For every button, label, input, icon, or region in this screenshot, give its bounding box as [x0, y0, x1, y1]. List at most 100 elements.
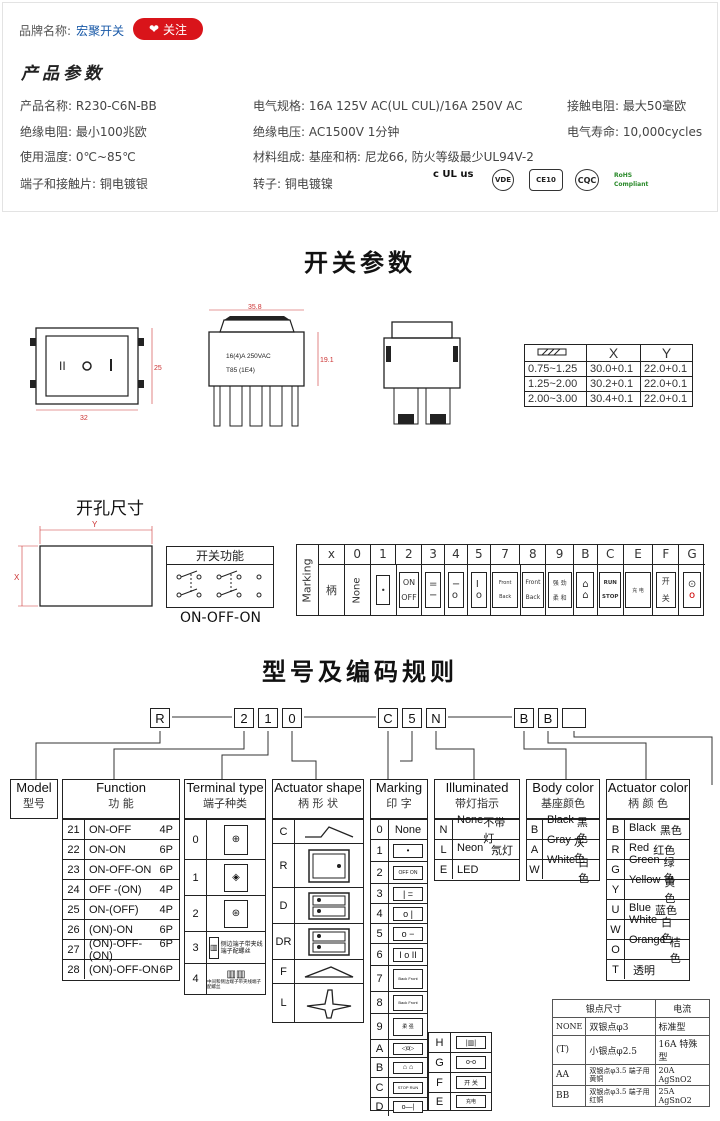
actuator-shape-column-header: Actuator shape 柄 形 状	[272, 779, 364, 819]
list-item: 3▥侧边端子带夹线端子配螺丝	[185, 932, 265, 964]
model-header-en: Model	[16, 780, 52, 795]
list-item: 4▥▥中间和侧边端子带夹线端子配螺丝	[185, 964, 265, 994]
marking-power-cell: 开关	[653, 565, 680, 615]
code-cell: 0	[282, 708, 302, 728]
param-rotor: 转子: 铜电镀镍	[253, 177, 333, 191]
ce-cert-icon: CE10	[529, 169, 563, 191]
marking-grid: Marking x 0 1 2 3 4 5 7 8 9 B C E F G 柄 …	[296, 544, 705, 616]
marking-code: 8	[520, 545, 547, 564]
table-row: 0.75~1.25 30.0+0.1 22.0+0.1	[524, 361, 693, 377]
table-row: 2.00~3.00 30.4+0.1 22.0+0.1	[524, 391, 693, 407]
table-header-x: X	[586, 344, 641, 362]
table-header: 银点尺寸	[552, 999, 656, 1018]
actuator-shape-list: C R D DR F L	[272, 819, 364, 1023]
brand-name-link[interactable]: 宏聚开关	[76, 24, 125, 38]
table-row: (T) 小银点φ2.5 16A 特殊型	[551, 1035, 710, 1065]
ul-cert-icon: c UL us	[433, 169, 474, 180]
marking-code: 3	[422, 545, 446, 564]
list-item: H|▥|	[429, 1033, 491, 1053]
marking-strong-soft-cell: 强 劲柔 和	[546, 565, 575, 615]
list-item: R	[273, 844, 363, 888]
hole-x-label: X	[14, 573, 20, 582]
side-view-drawing: 35.8 16(4)A 250VAC T85 (1E4) 19.1	[208, 304, 334, 427]
illuminated-header-cn: 带灯指示	[455, 797, 499, 810]
terminal-type-4-note: 中间和侧边端子带夹线端子配螺丝	[207, 979, 261, 990]
follow-label: 关注	[163, 22, 188, 37]
contact-current-table: 银点尺寸 电流 NONE 双银点φ3 标准型 (T) 小银点φ2.5 16A 特…	[551, 999, 710, 1107]
follow-button[interactable]: ❤ 关注	[133, 18, 203, 40]
marking-label-cell: Marking	[297, 545, 319, 615]
table-cell: NONE	[551, 1017, 587, 1036]
table-cell: 双银点φ3.5 端子用黄铜	[585, 1064, 656, 1086]
dot-icon: •	[376, 575, 391, 605]
marking-charge-cell: 充 电	[624, 565, 654, 615]
marking-code: 2	[396, 545, 423, 564]
model-header-cn: 型号	[23, 797, 45, 810]
table-header-y: Y	[640, 344, 693, 362]
list-item: 3| =	[371, 884, 427, 904]
code-cell: B	[538, 708, 558, 728]
model-column-header: Model 型号	[10, 779, 58, 819]
double-bar-icon: =−	[425, 572, 442, 608]
actuator-dr-icon	[308, 927, 350, 956]
list-item: 0⊕	[185, 820, 265, 860]
table-cell: BB	[551, 1085, 587, 1107]
table-cell: 小银点φ2.5	[585, 1035, 656, 1065]
table-row: BB 双银点φ3.5 端子用红铜 25A AgSnO2	[551, 1085, 710, 1107]
line-circle-icon: −o	[448, 572, 465, 608]
circle-dot-icon: ⊙o	[683, 572, 702, 608]
terminal-list: 0⊕ 1◈ 2⊛ 3▥侧边端子带夹线端子配螺丝 4▥▥中间和侧边端子带夹线端子配…	[184, 819, 266, 995]
marking-h-icon: |▥|	[456, 1036, 486, 1049]
param-material: 材料组成: 基座和柄: 尼龙66, 防火等级最少UL94V-2	[253, 150, 534, 164]
terminal-type-3-icon: ▥	[209, 936, 219, 959]
heart-icon: ❤	[148, 22, 160, 36]
table-cell: 25A AgSnO2	[654, 1085, 710, 1107]
actuator-color-header-en: Actuator color	[607, 780, 689, 795]
marking-2-icon: OFF ON	[393, 865, 423, 880]
home-icon: ⌂⌂	[576, 572, 595, 608]
actuator-color-column-header: Actuator color 柄 颜 色	[606, 779, 690, 819]
terminal-type-4-icon: ▥▥	[226, 968, 246, 980]
table-row: X Y	[524, 344, 693, 362]
actuator-c-icon	[305, 825, 354, 838]
actuator-row-label: 柄	[319, 565, 345, 615]
rating-line-1: 16(4)A 250VAC	[226, 353, 271, 360]
side-width-label: 35.8	[248, 304, 262, 311]
marking-code: 1	[371, 545, 397, 564]
marking-code: 4	[445, 545, 468, 564]
code-cell: B	[514, 708, 534, 728]
marking-b-icon: ⌂ ⌂	[393, 1061, 423, 1074]
marking-code: x	[319, 545, 345, 564]
marking-home-cell: ⌂⌂	[574, 565, 598, 615]
marking-code: F	[653, 545, 680, 564]
table-cell: 20A AgSnO2	[654, 1064, 710, 1086]
switch-function-box: 开关功能	[166, 546, 274, 608]
marking-g-cell: ⊙o	[679, 565, 705, 615]
param-life: 电气寿命: 10,000cycles	[567, 125, 703, 139]
actuator-color-header-cn: 柄 颜 色	[628, 797, 668, 810]
list-item: 27(ON)-OFF-(ON)6P	[63, 938, 179, 962]
code-cell: 1	[258, 708, 278, 728]
coding-rules-title: 型号及编码规则	[262, 658, 458, 686]
marking-code: 0	[345, 545, 371, 564]
table-cell: 22.0+0.1	[640, 391, 693, 407]
table-cell: 30.4+0.1	[586, 391, 641, 407]
